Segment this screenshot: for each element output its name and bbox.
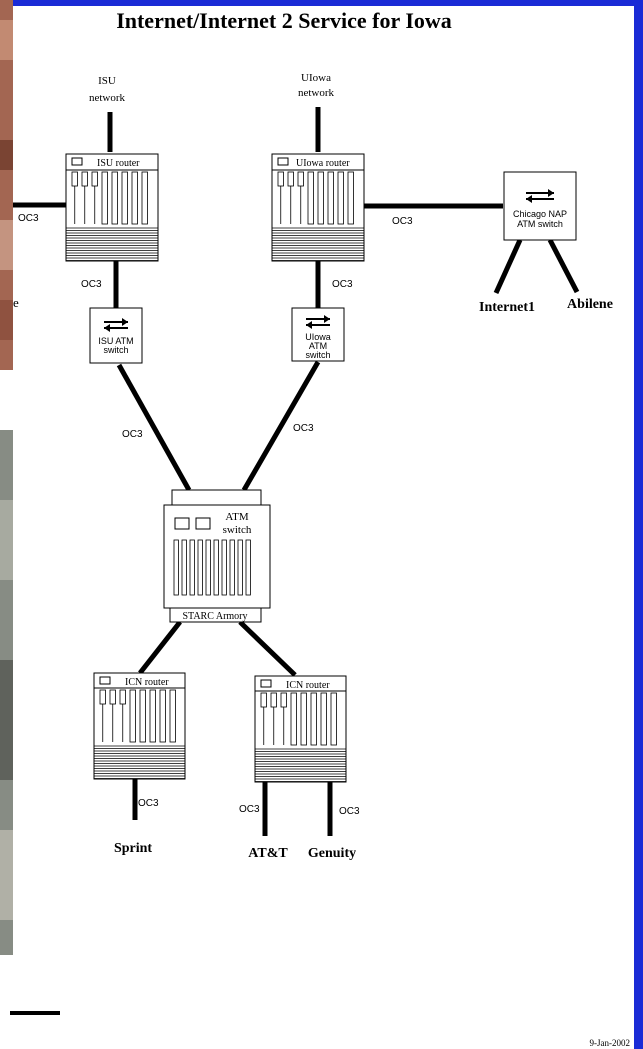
uiowa-atm-switch: UIowa ATM switch: [291, 307, 345, 362]
att-label: AT&T: [248, 846, 288, 861]
oc3-label: OC3: [18, 213, 39, 224]
card-slot: [213, 539, 219, 596]
icn-router-right: ICN router: [254, 675, 347, 783]
uiowa-atm-label-2: ATM: [309, 341, 327, 351]
icn-left-label: ICN router: [125, 677, 169, 688]
chicago-nap-label-2: ATM switch: [517, 219, 563, 229]
card-slot: [310, 692, 317, 746]
oc3-label: OC3: [81, 279, 102, 290]
sprint-label: Sprint: [114, 841, 152, 856]
card-slot: [337, 171, 344, 225]
slide-title: Internet/Internet 2 Service for Iowa: [116, 8, 452, 33]
uiowa-network-label-2: network: [298, 87, 335, 99]
footer-rule: [10, 1011, 60, 1015]
uiowa-network-label-1: UIowa: [301, 72, 331, 84]
isu-atm-central-link: [116, 363, 192, 492]
card-slot: [121, 171, 128, 225]
central-location-label: STARC Armory: [182, 611, 247, 622]
left-photo-strip: [0, 0, 13, 955]
switch-arrows-icon: [104, 318, 128, 332]
card-slot: [317, 171, 324, 225]
network-labels: ISU network UIowa network: [89, 72, 335, 104]
oc3-label: OC3: [122, 429, 143, 440]
card-slot: [290, 692, 297, 746]
oc3-label: OC3: [392, 216, 413, 227]
chicago-internet1-link: [493, 238, 523, 295]
icn-right-label: ICN router: [286, 680, 330, 691]
card-slot: [327, 171, 334, 225]
oc3-label: OC3: [293, 423, 314, 434]
card-slot: [229, 539, 235, 596]
card-slot: [139, 689, 146, 743]
card-slot: [237, 539, 243, 596]
genuity-label: Genuity: [308, 846, 356, 861]
uiowa-atm-central-link: [241, 360, 321, 492]
links: [13, 107, 580, 836]
central-icn-left-link: [138, 620, 182, 675]
slide-date: 9-Jan-2002: [590, 1038, 631, 1048]
slide-border: [13, 0, 643, 1049]
chicago-abilene-link: [547, 238, 580, 294]
uiowa-atm-label-3: switch: [305, 350, 330, 360]
isu-network-label-2: network: [89, 92, 126, 104]
card-slot: [101, 171, 108, 225]
card-slot: [149, 689, 156, 743]
card-slot: [169, 689, 176, 743]
internet1-label: Internet1: [479, 300, 535, 315]
oc3-label: OC3: [339, 806, 360, 817]
card-slot: [111, 171, 118, 225]
icn-router-left: ICN router: [93, 672, 186, 780]
switch-arrows-icon: [306, 315, 330, 329]
uiowa-router: UIowa router: [271, 153, 365, 262]
switch-arrows-icon: [526, 189, 554, 203]
card-slot: [189, 539, 195, 596]
card-slot: [131, 171, 138, 225]
card-slot: [159, 689, 166, 743]
card-slot: [221, 539, 227, 596]
isu-router: ISU router: [65, 153, 159, 262]
card-slot: [300, 692, 307, 746]
central-icn-right-link: [238, 620, 297, 677]
uiowa-router-label: UIowa router: [296, 158, 350, 169]
card-slot: [320, 692, 327, 746]
central-atm-label-2: switch: [223, 524, 252, 536]
isu-atm-switch: ISU ATM switch: [89, 307, 143, 364]
isu-router-label: ISU router: [97, 158, 140, 169]
card-slot: [205, 539, 211, 596]
chicago-nap-switch: Chicago NAP ATM switch: [503, 171, 577, 241]
isu-network-label-1: ISU: [98, 75, 116, 87]
card-slot: [173, 539, 179, 596]
card-slot: [347, 171, 354, 225]
central-atm-label-1: ATM: [225, 511, 248, 523]
card-slot: [141, 171, 148, 225]
chicago-nap-label-1: Chicago NAP: [513, 209, 567, 219]
isu-atm-label-2: switch: [103, 345, 128, 355]
oc3-label: OC3: [239, 804, 260, 815]
oc3-label: OC3: [138, 798, 159, 809]
card-slot: [129, 689, 136, 743]
card-slot: [245, 539, 251, 596]
card-slot: [330, 692, 337, 746]
card-slot: [181, 539, 187, 596]
isu-atm-label-1: ISU ATM: [98, 336, 133, 346]
card-slot: [307, 171, 314, 225]
provider-labels: Internet1 Abilene Sprint AT&T Genuity: [114, 297, 613, 861]
abilene-label: Abilene: [567, 297, 613, 312]
oc3-label: OC3: [332, 279, 353, 290]
uiowa-atm-label-1: UIowa: [305, 332, 331, 342]
oc3-labels: OC3 OC3 OC3 OC3 OC3 OC3 OC3 OC3 OC3: [18, 213, 413, 817]
central-atm-switch: ATM switch STARC Armory: [163, 489, 271, 623]
side-text-fragment: e: [13, 295, 19, 310]
card-slot: [197, 539, 203, 596]
